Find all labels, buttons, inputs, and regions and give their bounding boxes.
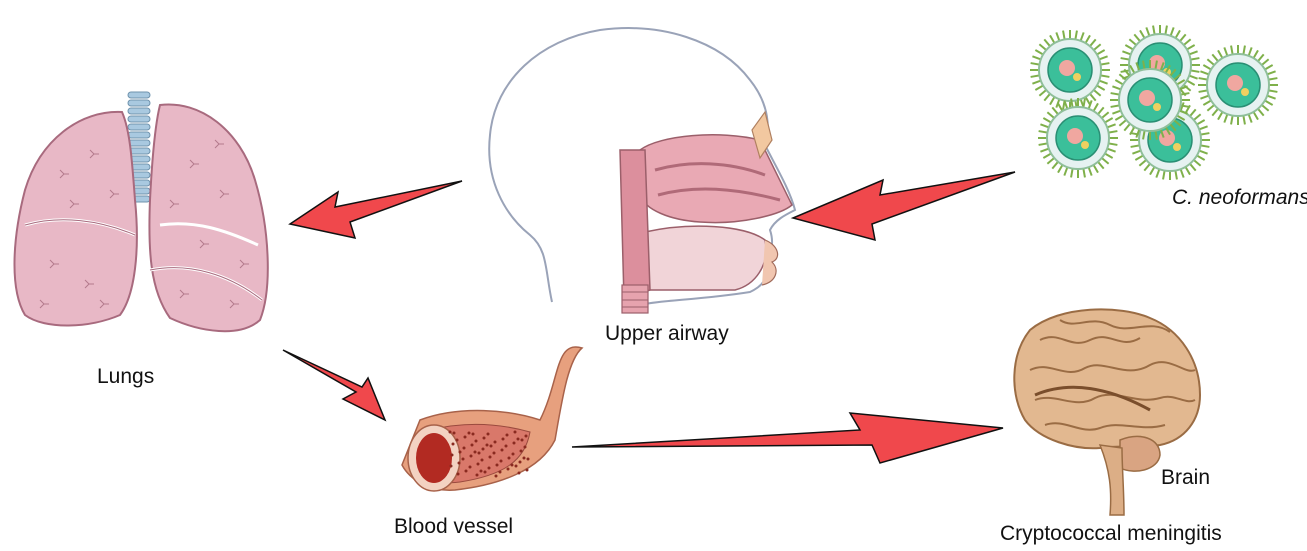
blood-vessel-label: Blood vessel [394,515,513,539]
yeast-cell-icon [1198,45,1278,125]
c-neoformans-cells-illustration [1030,25,1278,180]
yeast-cell-icon [1038,98,1118,178]
yeast-cell-icon [1030,30,1110,110]
arrow-lungs-to-vessel [283,350,385,420]
cryptococcal-meningitis-label: Cryptococcal meningitis [1000,522,1222,546]
arrow-cells-to-airway [793,172,1015,240]
upper-airway-label: Upper airway [605,322,729,346]
arrow-vessel-to-brain [572,413,1003,463]
brain-label: Brain [1161,466,1210,490]
lungs-label: Lungs [97,365,154,389]
arrow-airway-to-lungs [290,181,462,238]
c-neoformans-label: C. neoformans [1172,186,1307,210]
head-upper-airway-illustration [489,28,795,313]
lungs-illustration [14,92,267,331]
blood-vessel-illustration [402,347,582,491]
